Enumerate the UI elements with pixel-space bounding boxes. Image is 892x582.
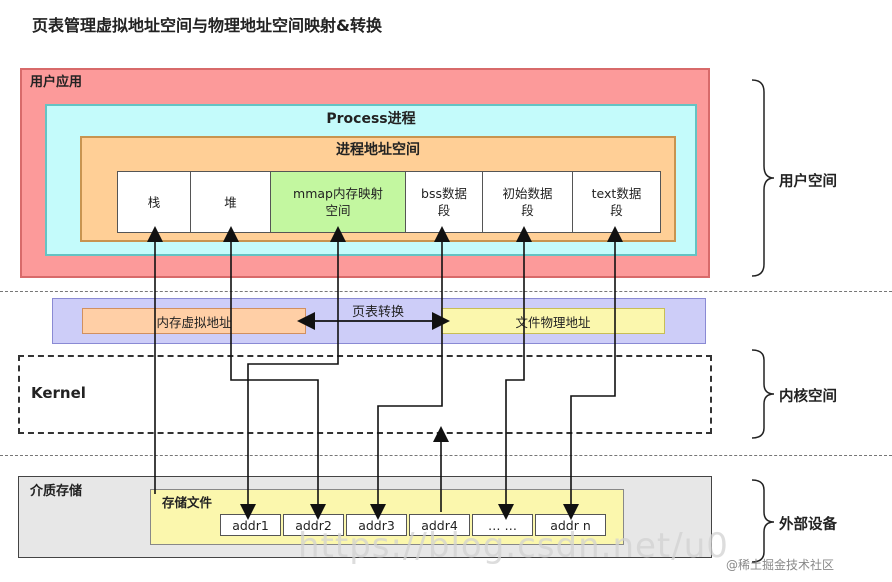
process-label: Process进程 (326, 111, 416, 127)
segment-stack: 栈 (117, 171, 191, 233)
watermark-text: https://blog.csdn.net/u0 (298, 526, 729, 566)
segment-mmap: mmap内存映射 空间 (270, 171, 406, 233)
kernel-space-label: 内核空间 (779, 389, 837, 405)
separator-dashed-line (0, 291, 892, 292)
kernel-space-brace (751, 349, 775, 439)
user-space-brace (751, 79, 775, 277)
user-space-label: 用户空间 (779, 174, 837, 190)
storage-label: 介质存储 (30, 484, 83, 499)
storage-file-label: 存储文件 (162, 495, 213, 510)
physical-address-box: 文件物理地址 (441, 308, 665, 334)
external-devices-label: 外部设备 (779, 517, 837, 533)
diagram-title: 页表管理虚拟地址空间与物理地址空间映射&转换 (32, 16, 382, 35)
user-app-label: 用户应用 (30, 75, 83, 90)
credit-text: @稀土掘金技术社区 (726, 558, 835, 572)
segment-bss: bss数据 段 (405, 171, 483, 233)
kernel-box (18, 355, 712, 434)
virtual-address-box: 内存虚拟地址 (82, 308, 306, 334)
process-address-space-label: 进程地址空间 (336, 142, 420, 158)
external-devices-brace (751, 479, 775, 563)
kernel-label: Kernel (31, 384, 86, 402)
address-cell: addr1 (220, 514, 281, 536)
separator-dashed-line (0, 455, 892, 456)
segment-heap: 堆 (190, 171, 271, 233)
page-table-label: 页表转换 (330, 301, 426, 320)
segment-text: text数据 段 (572, 171, 661, 233)
segment-init-data: 初始数据 段 (482, 171, 573, 233)
